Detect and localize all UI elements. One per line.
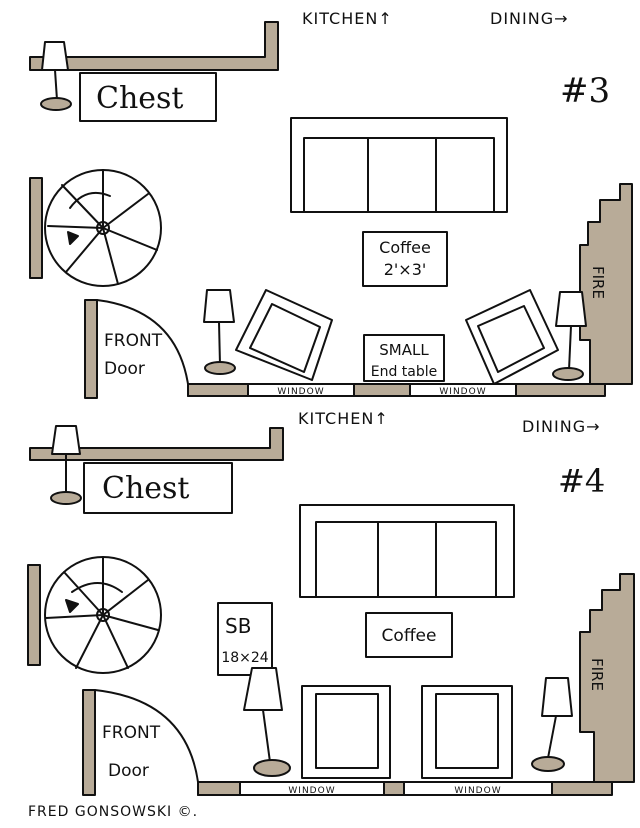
fire-label: FIRE — [588, 658, 606, 691]
front-door-line1: FRONT — [104, 331, 163, 351]
lamp-left — [203, 289, 236, 375]
small-end-table-line1: SMALL — [379, 341, 429, 359]
side-board-box — [217, 602, 273, 676]
window-left — [247, 383, 355, 397]
window-left — [239, 781, 385, 796]
plan-4 — [27, 425, 635, 796]
right-armchair — [465, 289, 559, 385]
small-end-table-line2: End table — [371, 364, 438, 380]
dining-label: DINING→ — [522, 417, 601, 436]
window-label-left: WINDOW — [288, 786, 335, 796]
coffee-label-line1: Coffee — [379, 238, 431, 257]
left-armchair — [235, 289, 333, 381]
window-label-right: WINDOW — [454, 786, 501, 796]
fire-label: FIRE — [589, 266, 607, 299]
artist-credit: FRED GONSOWSKI ©. — [28, 804, 198, 820]
chest — [79, 72, 217, 122]
window-right — [409, 383, 517, 397]
sb-label-line2: 18×24 — [221, 650, 268, 666]
coffee-table — [362, 231, 448, 287]
top-wall — [29, 21, 279, 71]
coffee-label: Coffee — [382, 626, 437, 646]
door-wall — [84, 299, 98, 399]
plan-3 — [29, 21, 633, 399]
lamp-top-left — [50, 425, 82, 505]
top-wall — [29, 427, 284, 461]
lamp-right — [552, 291, 587, 381]
front-door-line1: FRONT — [102, 723, 161, 743]
front-door-line2: Door — [104, 359, 145, 379]
fireplace-wall — [579, 573, 635, 783]
chest-label: Chest — [96, 81, 183, 116]
window-right — [403, 781, 553, 796]
coffee-label-line2: 2'×3' — [384, 260, 427, 279]
sb-label-line1: SB — [225, 614, 251, 638]
window-label-left: WINDOW — [277, 387, 324, 397]
round-rug — [44, 169, 162, 287]
small-end-table — [363, 334, 445, 382]
round-rug — [44, 556, 162, 674]
right-armchair — [421, 685, 513, 779]
kitchen-label: KITCHEN↑ — [298, 409, 389, 428]
front-door-line2: Door — [108, 761, 149, 781]
fireplace-wall — [579, 183, 633, 385]
plan-number: #3 — [560, 71, 610, 111]
lamp-right — [531, 677, 573, 772]
sofa — [290, 117, 508, 213]
lamp-top-left — [40, 41, 72, 111]
kitchen-label: KITCHEN↑ — [302, 9, 393, 28]
front-door-swing — [96, 299, 189, 397]
sofa — [299, 504, 515, 598]
chest — [83, 462, 233, 514]
plan-number: #4 — [558, 462, 605, 500]
lamp-left — [243, 667, 291, 777]
left-wall — [27, 564, 41, 666]
door-wall — [82, 689, 96, 796]
chest-label: Chest — [102, 471, 189, 506]
coffee-table — [365, 612, 453, 658]
left-armchair — [301, 685, 391, 779]
window-label-right: WINDOW — [439, 387, 486, 397]
dining-label: DINING→ — [490, 9, 569, 28]
left-wall — [29, 177, 43, 279]
front-door-swing — [94, 689, 199, 796]
